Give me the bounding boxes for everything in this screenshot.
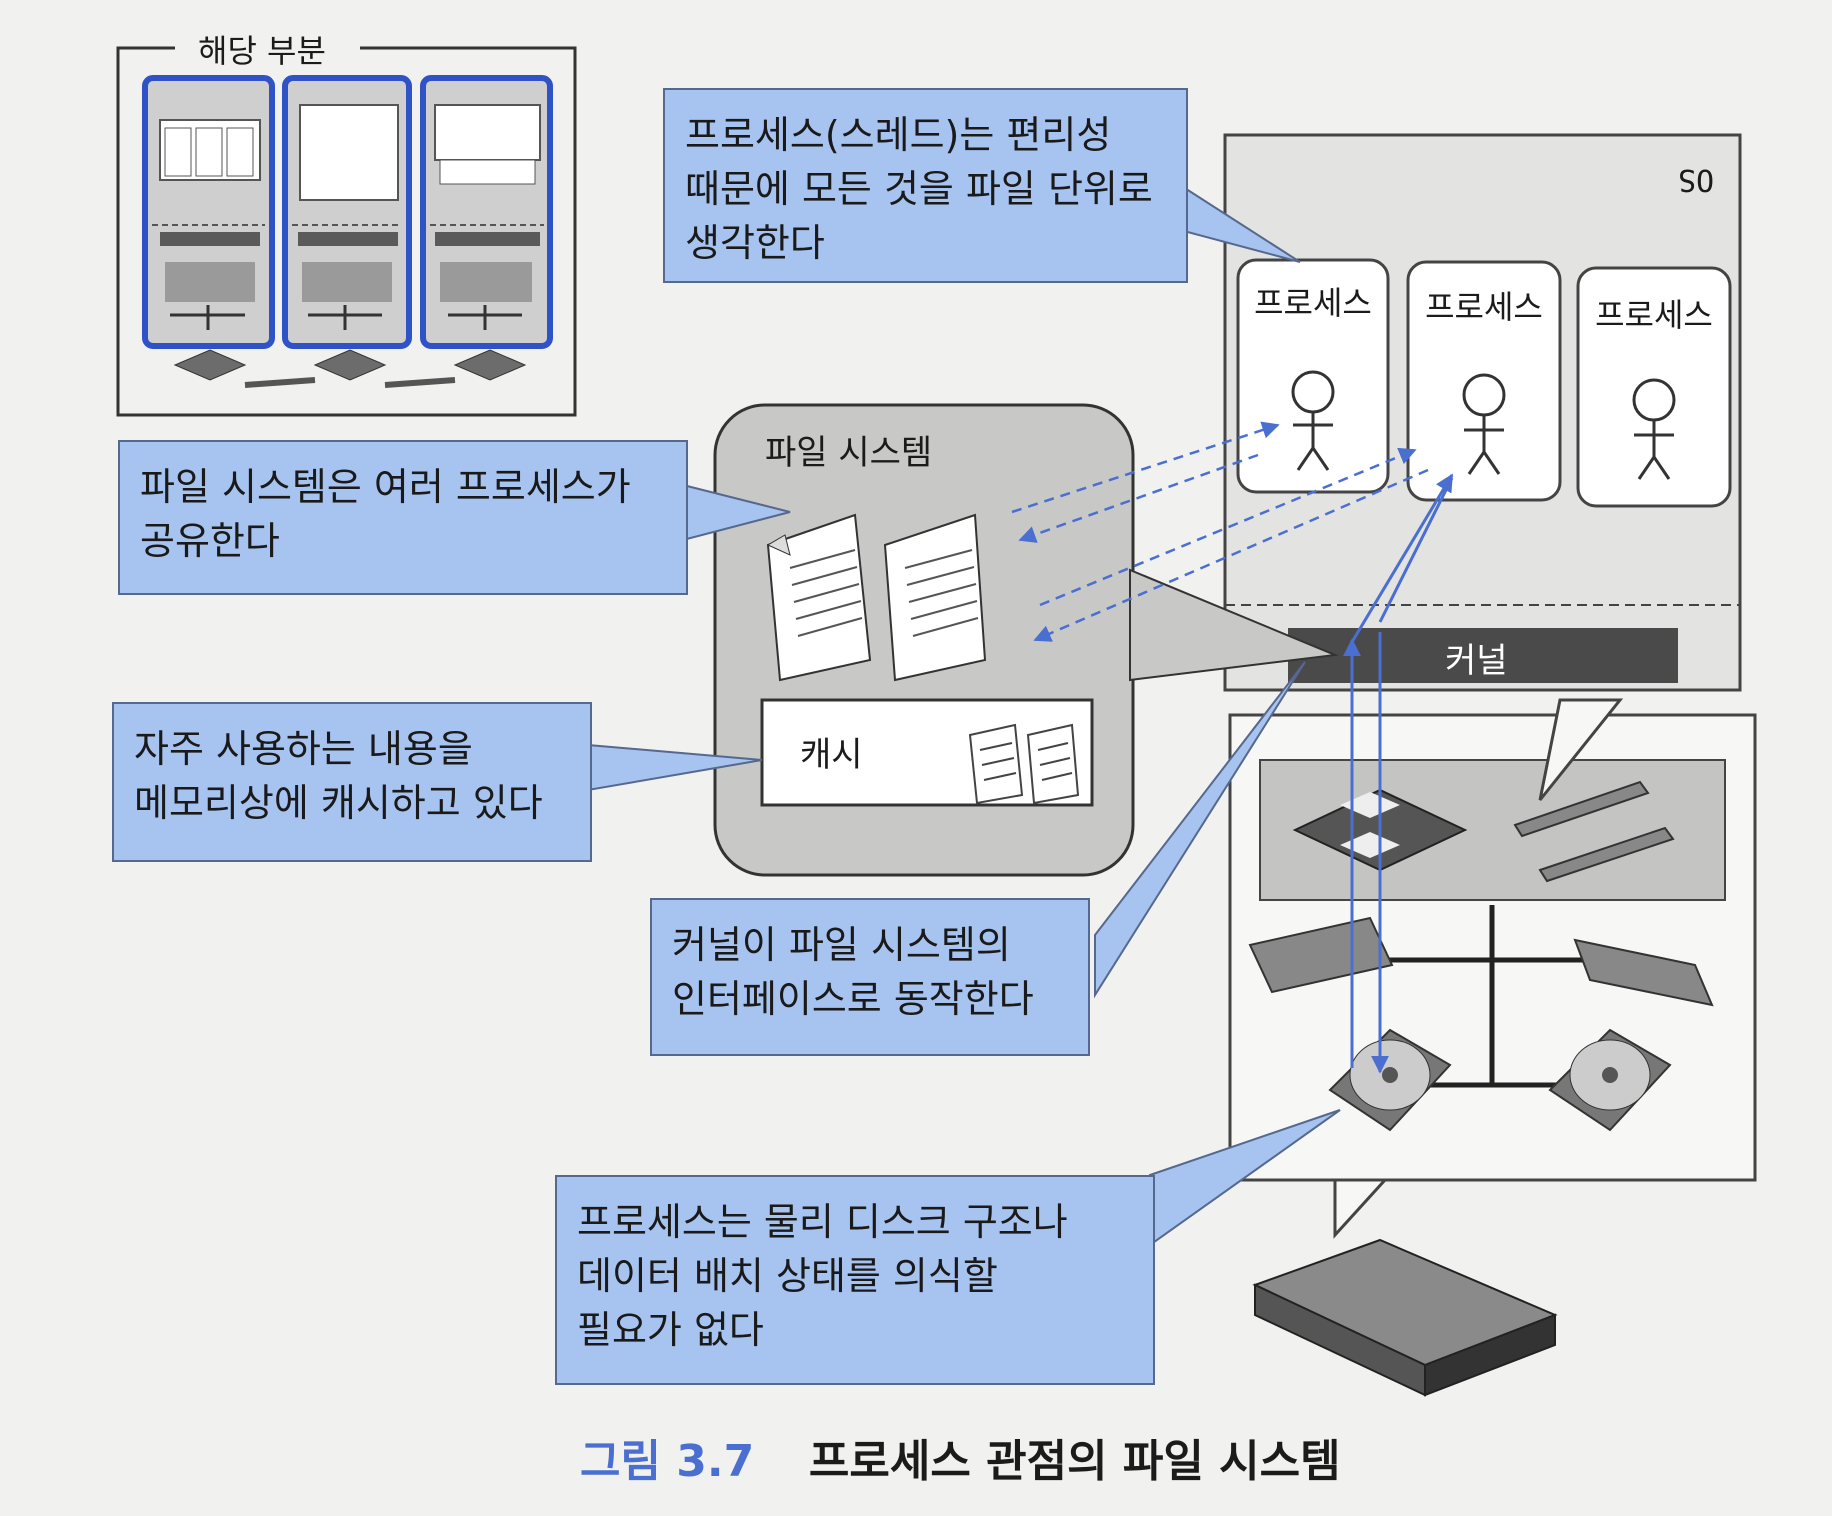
figure-caption: 그림 3.7 프로세스 관점의 파일 시스템 — [580, 1425, 1341, 1489]
callout-process-view: 프로세스(스레드)는 편리성 때문에 모든 것을 파일 단위로 생각한다 — [663, 88, 1188, 283]
kernel-disk-arrows — [1343, 473, 1454, 1074]
memory-module — [1513, 780, 1675, 883]
callout-kernel-interface: 커널이 파일 시스템의 인터페이스로 동작한다 — [650, 898, 1090, 1056]
fs-kernel-pointer — [1129, 568, 1339, 682]
cache-document-icons — [968, 723, 1080, 805]
thumbnail-node-3 — [420, 75, 553, 349]
server-box — [1252, 1238, 1558, 1397]
process-label-2: 프로세스 — [1425, 288, 1543, 326]
thumbnail-storage — [173, 349, 527, 388]
callout-no-disk-awareness: 프로세스는 물리 디스크 구조나 데이터 배치 상태를 의식할 필요가 없다 — [555, 1175, 1155, 1385]
process-label-3: 프로세스 — [1595, 296, 1713, 334]
stick-figure-3 — [1632, 378, 1676, 480]
document-icon-1 — [766, 513, 872, 682]
kernel-speech-tail — [1538, 698, 1624, 801]
thumbnail-title: 해당 부분 — [188, 26, 336, 72]
process-label-1: 프로세스 — [1254, 284, 1372, 322]
figure-title: 프로세스 관점의 파일 시스템 — [808, 1436, 1341, 1487]
os-panel — [1223, 133, 1742, 692]
stick-figure-2 — [1462, 373, 1506, 475]
file-system-panel — [713, 403, 1135, 877]
disk-drive-left — [1328, 1028, 1452, 1132]
hardware-speech-tail — [1333, 1178, 1389, 1239]
expansion-card-left — [1248, 916, 1394, 994]
dashed-access-arrows — [1011, 421, 1429, 642]
callout-cache: 자주 사용하는 내용을 메모리상에 캐시하고 있다 — [112, 702, 592, 862]
figure-number: 그림 3.7 — [580, 1436, 755, 1487]
document-icon-2 — [883, 513, 987, 682]
callout-shared: 파일 시스템은 여러 프로세스가 공유한다 — [118, 440, 688, 595]
os-label: OS — [1678, 162, 1715, 197]
disk-drive-right — [1548, 1028, 1672, 1132]
thumbnail-node-2 — [282, 75, 412, 349]
thumbnail-panel — [116, 46, 577, 417]
hardware-panel — [1228, 713, 1757, 1182]
stick-figure-1 — [1291, 370, 1335, 471]
kernel-label: 커널 — [1445, 641, 1508, 681]
thumbnail-node-1 — [142, 75, 275, 349]
expansion-card-right — [1573, 938, 1714, 1007]
file-system-title: 파일 시스템 — [765, 433, 933, 473]
cache-label: 캐시 — [800, 735, 863, 775]
